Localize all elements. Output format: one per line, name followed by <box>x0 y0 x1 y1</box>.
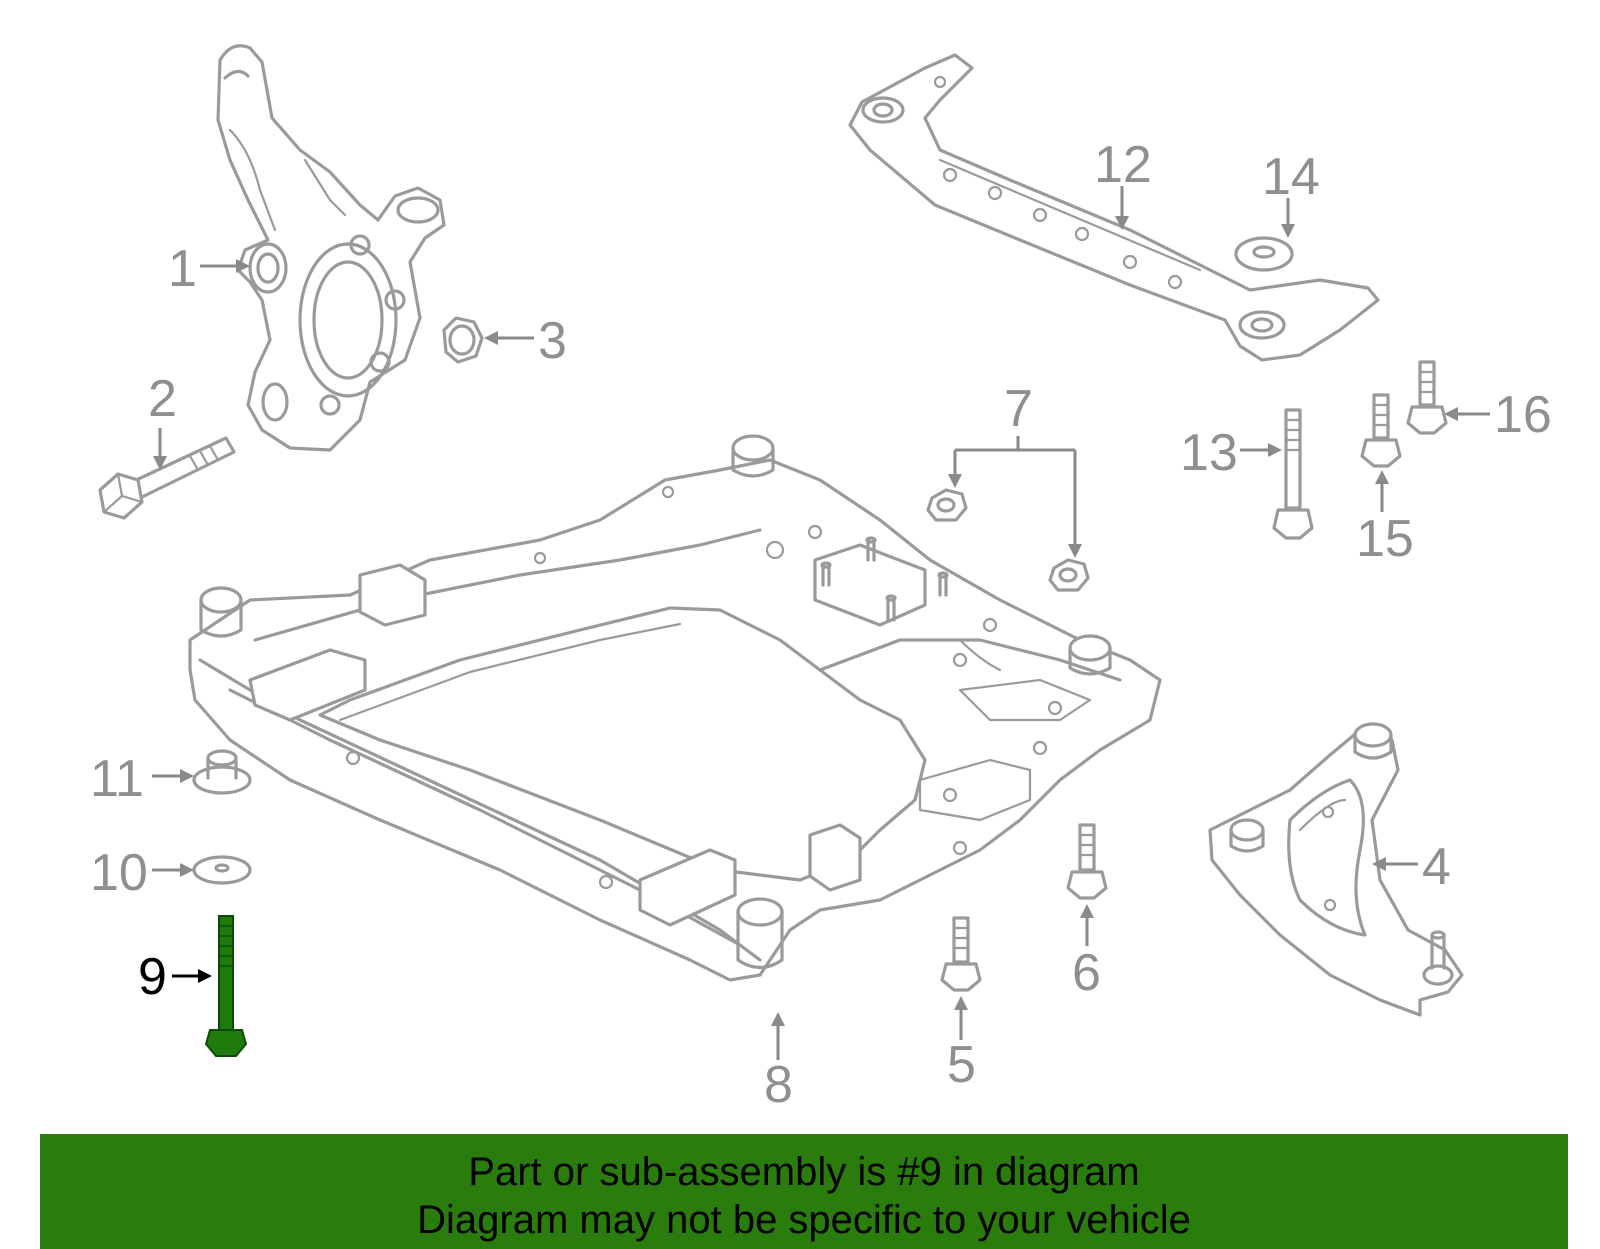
highlighted-bolt-part-9[interactable] <box>204 915 248 1057</box>
callout-label-2: 2 <box>148 370 177 428</box>
washer-part-14[interactable] <box>1234 236 1294 272</box>
callout-label-14: 14 <box>1262 148 1320 206</box>
banner-line-part: Part or sub-assembly is #9 in diagram <box>468 1150 1140 1194</box>
bolt-part-15[interactable] <box>1360 393 1402 468</box>
callout-leaders <box>152 186 1490 1060</box>
parts-diagram: 1 2 3 4 5 6 7 8 9 10 11 12 13 14 15 16 <box>90 44 1552 1114</box>
bolt-part-16[interactable] <box>1406 360 1448 435</box>
banner-line-disclaimer: Diagram may not be specific to your vehi… <box>417 1198 1191 1242</box>
callout-label-13: 13 <box>1180 424 1238 482</box>
callout-label-8: 8 <box>764 1056 793 1114</box>
callout-label-1: 1 <box>168 240 197 298</box>
part-info-banner: Part or sub-assembly is #9 in diagram Di… <box>40 1134 1568 1249</box>
nut-part-7a[interactable] <box>926 488 968 522</box>
callout-label-9: 9 <box>138 948 167 1006</box>
lower-control-arm-part[interactable] <box>1208 722 1464 1017</box>
callout-label-16: 16 <box>1494 386 1552 444</box>
callout-label-11: 11 <box>90 750 144 808</box>
front-subframe-part[interactable] <box>188 434 1162 982</box>
callout-label-5: 5 <box>947 1036 976 1094</box>
callout-label-4: 4 <box>1422 838 1451 896</box>
bolt-part-5[interactable] <box>940 916 982 992</box>
bolt-part-13[interactable] <box>1272 408 1314 540</box>
cross-member-bar-part[interactable] <box>848 53 1380 362</box>
bolt-part-6[interactable] <box>1066 823 1108 900</box>
callout-label-10: 10 <box>90 844 148 902</box>
knuckle-bolt-part[interactable] <box>98 436 236 520</box>
bushing-part-11[interactable] <box>192 749 252 795</box>
callout-label-7: 7 <box>1004 380 1033 438</box>
callout-labels: 1 2 3 4 5 6 7 8 9 10 11 12 13 14 15 16 <box>90 136 1552 1114</box>
steering-knuckle-part[interactable] <box>216 44 446 452</box>
callout-label-15: 15 <box>1356 510 1414 568</box>
callout-label-6: 6 <box>1072 944 1101 1002</box>
nut-part-3[interactable] <box>442 316 484 364</box>
nut-part-7b[interactable] <box>1048 558 1090 592</box>
washer-part-10[interactable] <box>192 855 252 885</box>
callout-label-3: 3 <box>538 312 567 370</box>
callout-label-12: 12 <box>1094 136 1152 194</box>
